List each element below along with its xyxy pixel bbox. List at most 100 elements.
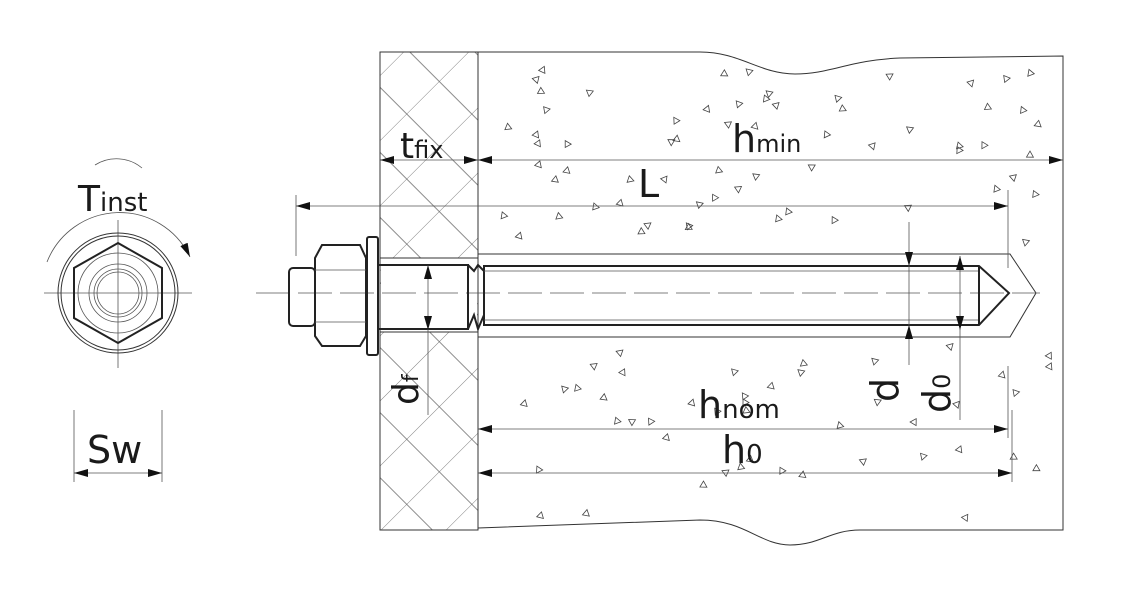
anchor-rod	[256, 263, 1040, 332]
fixture-plate	[379, 51, 479, 531]
aggregate-mark	[514, 231, 523, 240]
aggregate-mark	[550, 175, 559, 183]
aggregate-mark	[771, 102, 780, 110]
aggregate-mark	[599, 392, 608, 401]
aggregate-mark	[945, 343, 954, 352]
aggregate-mark	[1025, 150, 1035, 158]
aggregate-mark	[504, 122, 513, 131]
aggregate-mark	[1009, 452, 1018, 460]
aggregate-mark	[873, 398, 882, 407]
aggregate-mark	[823, 130, 832, 139]
sw-label: Sw	[87, 428, 142, 472]
aggregate-mark	[719, 69, 729, 77]
aggregate-mark	[955, 141, 964, 150]
aggregate-mark	[858, 458, 867, 467]
aggregate-mark	[637, 226, 646, 235]
aggregate-mark	[581, 508, 590, 517]
aggregate-mark	[723, 121, 733, 129]
aggregate-mark	[617, 368, 626, 377]
aggregate-mark	[765, 90, 774, 99]
aggregate-mark	[535, 511, 544, 520]
aggregate-mark	[626, 175, 635, 183]
aggregate-mark	[807, 164, 816, 172]
L-label: L	[638, 162, 659, 206]
aggregate-mark	[785, 207, 793, 216]
aggregate-mark	[1012, 388, 1021, 398]
tfix-label: tfix	[400, 126, 443, 167]
aggregate-mark	[702, 104, 711, 113]
aggregate-mark	[775, 214, 783, 223]
aggregate-mark	[715, 165, 724, 174]
aggregate-mark	[695, 201, 704, 210]
aggregate-mark	[533, 139, 541, 148]
aggregate-mark	[745, 68, 754, 77]
aggregate-mark	[685, 222, 694, 231]
aggregate-mark	[519, 399, 528, 408]
aggregate-mark	[1033, 119, 1042, 128]
hmin-label: hmin	[732, 117, 801, 161]
aggregate-mark	[574, 383, 582, 392]
aggregate-mark	[885, 73, 894, 81]
aggregate-mark	[536, 86, 546, 94]
aggregate-mark	[561, 385, 570, 394]
d0-label: d0	[915, 374, 959, 413]
aggregate-mark	[733, 186, 743, 194]
aggregate-mark	[661, 433, 670, 442]
aggregate-mark	[613, 416, 622, 425]
aggregate-mark	[712, 193, 720, 202]
aggregate-mark	[762, 94, 771, 103]
aggregate-mark	[531, 130, 540, 139]
aggregate-mark	[687, 398, 696, 407]
aggregate-mark	[1044, 351, 1052, 360]
d-label: d	[863, 378, 907, 402]
aggregate-mark	[672, 134, 681, 143]
aggregate-mark	[1032, 189, 1040, 199]
aggregate-mark	[699, 480, 708, 488]
aggregate-mark	[905, 126, 915, 135]
washer	[366, 236, 379, 356]
aggregate-mark	[752, 173, 761, 181]
h0-label: h0	[722, 428, 763, 472]
aggregate-mark	[1032, 463, 1041, 472]
df-label: df	[386, 373, 427, 405]
aggregate-mark	[867, 142, 876, 151]
aggregate-mark	[834, 94, 843, 103]
aggregate-mark	[537, 65, 546, 75]
aggregate-mark	[909, 418, 917, 427]
aggregate-mark	[643, 222, 652, 230]
aggregate-mark	[615, 198, 624, 207]
aggregate-mark	[533, 160, 542, 169]
aggregate-mark	[742, 398, 750, 407]
dimension-lines	[295, 156, 1063, 482]
aggregate-mark	[741, 392, 750, 401]
aggregate-mark	[500, 211, 509, 220]
aggregate-mark	[585, 89, 595, 98]
aggregate-mark	[798, 470, 807, 478]
aggregate-mark	[745, 454, 754, 463]
aggregate-mark	[735, 100, 744, 109]
nut-end-view	[44, 158, 192, 368]
aggregate-mark	[1020, 105, 1028, 115]
aggregate-mark	[954, 445, 963, 454]
aggregate-mark	[831, 215, 839, 225]
aggregate-mark	[731, 368, 739, 377]
hex-nut	[314, 244, 367, 347]
aggregate-mark	[714, 407, 722, 416]
aggregate-mark	[627, 419, 637, 427]
aggregate-mark	[799, 358, 809, 367]
sw-dimension	[73, 410, 163, 482]
aggregate-mark	[659, 175, 668, 184]
concrete-base	[477, 51, 1064, 546]
aggregate-mark	[673, 116, 681, 125]
aggregate-mark	[555, 211, 564, 220]
aggregate-mark	[1021, 238, 1031, 247]
aggregate-mark	[543, 106, 551, 115]
aggregate-mark	[1003, 74, 1011, 84]
aggregate-mark	[592, 202, 600, 211]
aggregate-mark	[983, 102, 993, 111]
aggregate-mark	[1044, 362, 1053, 371]
aggregate-mark	[797, 369, 806, 378]
aggregate-mark	[836, 420, 845, 429]
aggregate-mark	[997, 370, 1006, 379]
